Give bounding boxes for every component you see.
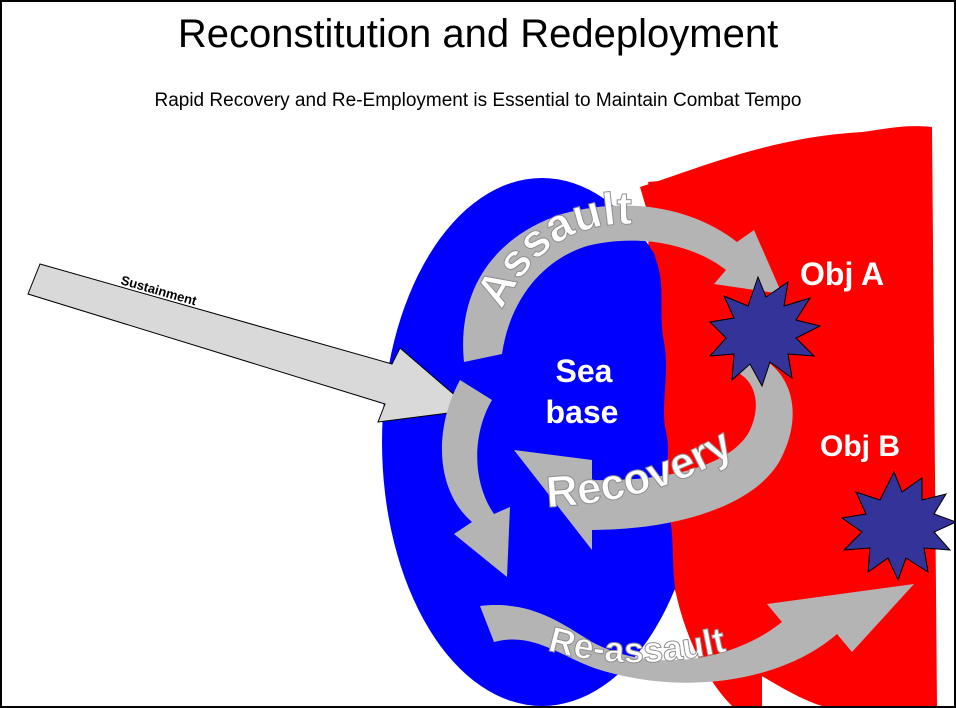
slide-subtitle: Rapid Recovery and Re-Employment is Esse… — [154, 90, 802, 111]
sea-base-area — [382, 178, 702, 706]
sea-base-label-line2: base — [546, 394, 619, 430]
recovery-arrow — [514, 354, 793, 550]
obj-a-label: Obj A — [800, 256, 884, 292]
sustainment-arrow — [27, 263, 474, 423]
assault-arrow — [463, 205, 782, 362]
obj-a-burst-icon — [708, 275, 822, 388]
slide-title: Reconstitution and Redeployment — [177, 12, 779, 56]
recirculation-arrow — [441, 380, 510, 577]
obj-b-burst-icon — [840, 470, 954, 582]
sea-base-label-line1: Sea — [556, 353, 613, 389]
obj-b-label: Obj B — [820, 430, 900, 463]
reassault-label: Re-assault — [545, 618, 729, 670]
reassault-label-text: Re-assault — [544, 618, 729, 671]
reassault-arrow — [480, 584, 914, 683]
